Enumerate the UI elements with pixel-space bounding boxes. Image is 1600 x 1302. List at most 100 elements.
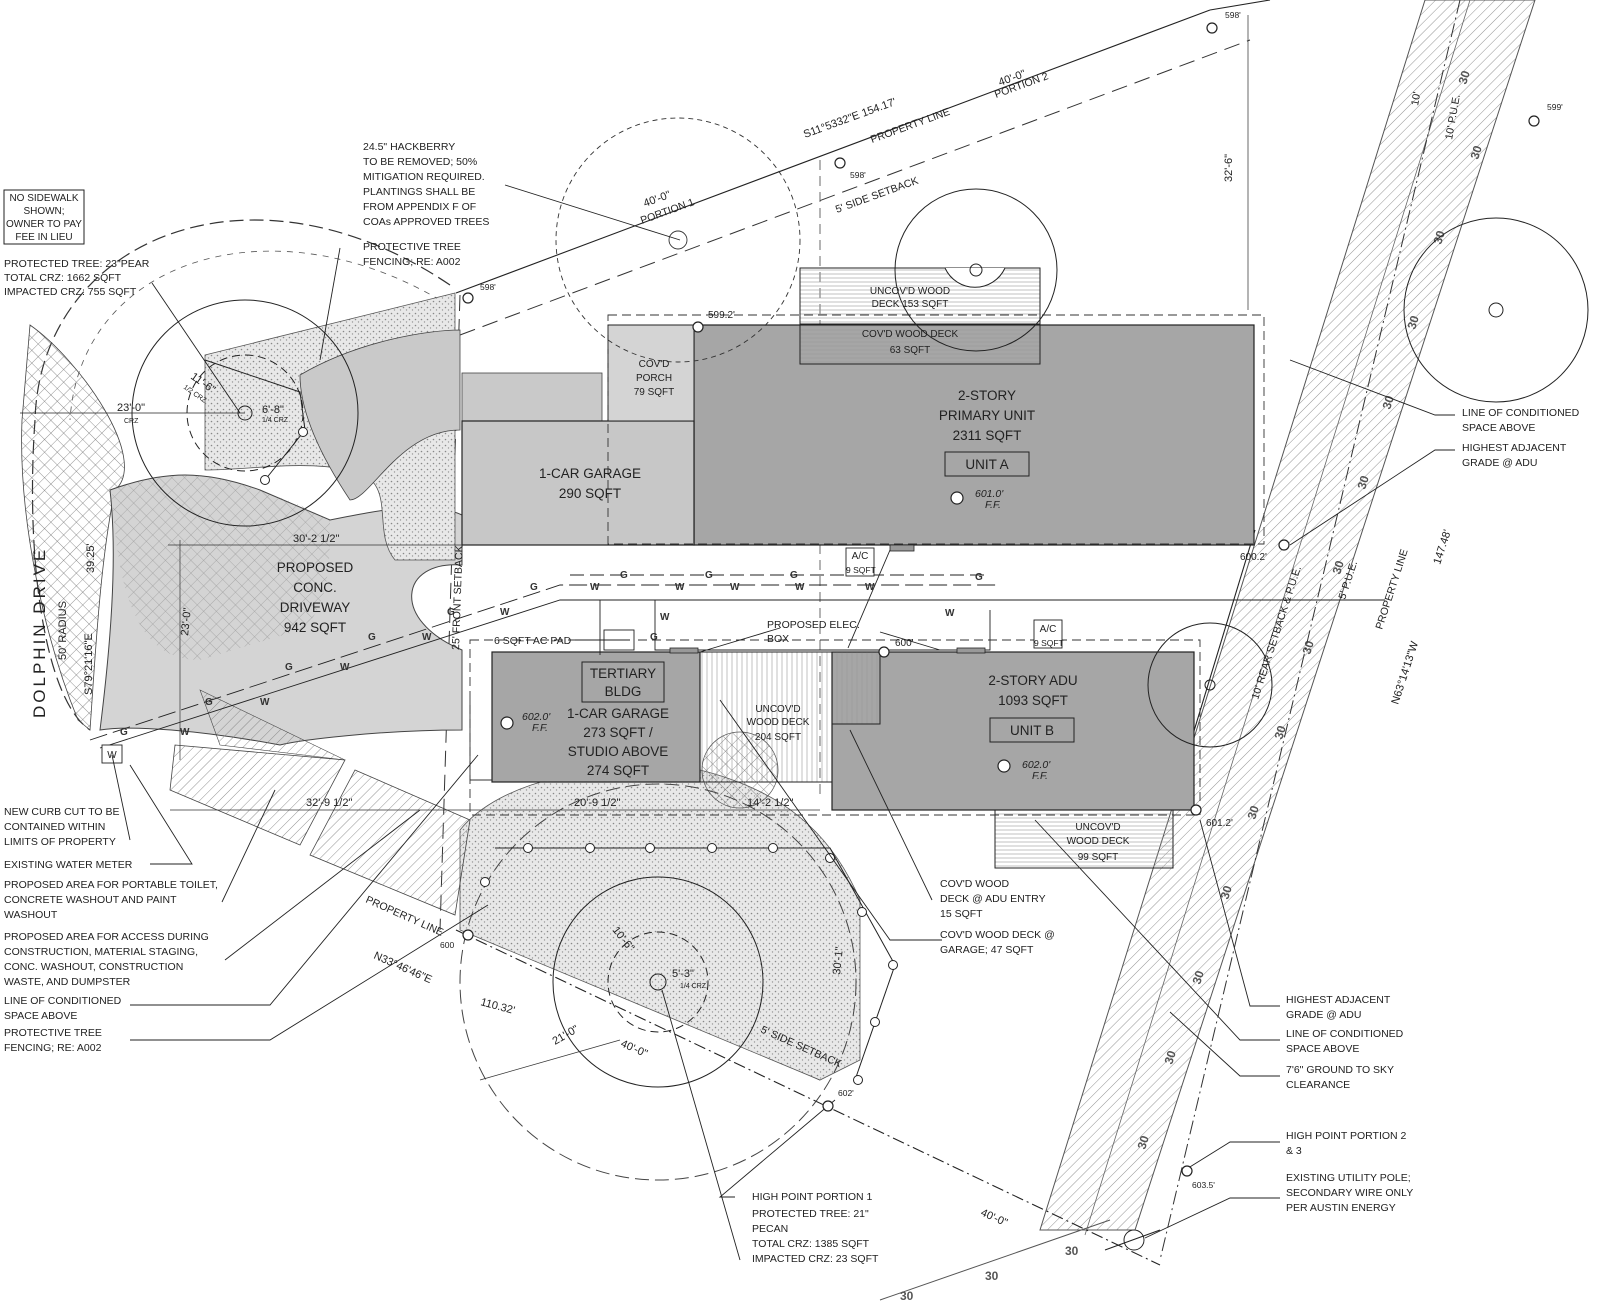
svg-text:2-STORY: 2-STORY bbox=[958, 388, 1016, 403]
tertiary-footprint bbox=[491, 651, 701, 783]
dim-5-3: 5'-3" bbox=[672, 968, 694, 980]
uncov-deck-adu bbox=[994, 809, 1174, 869]
porch-footprint bbox=[607, 324, 695, 422]
svg-text:G: G bbox=[368, 632, 376, 643]
svg-text:FROM APPENDIX F OF: FROM APPENDIX F OF bbox=[363, 201, 476, 213]
svg-text:6 SQFT AC PAD: 6 SQFT AC PAD bbox=[494, 635, 572, 647]
svg-text:PROTECTED TREE: 23"PEAR: PROTECTED TREE: 23"PEAR bbox=[4, 258, 150, 270]
street-arc: 39.25' bbox=[85, 543, 97, 573]
svg-text:30: 30 bbox=[1330, 559, 1348, 576]
elec-box-3 bbox=[956, 647, 986, 654]
tree-protection-bottom bbox=[459, 767, 861, 1081]
svg-text:GARAGE; 47 SQFT: GARAGE; 47 SQFT bbox=[940, 944, 1034, 956]
pue-top-dim: 10' bbox=[1409, 91, 1423, 107]
crz-label: CRZ bbox=[124, 418, 139, 425]
svg-text:79 SQFT: 79 SQFT bbox=[634, 387, 675, 398]
svg-text:UNCOV'D: UNCOV'D bbox=[755, 704, 800, 715]
note-utility-pole: EXISTING UTILITY POLE; SECONDARY WIRE ON… bbox=[1286, 1172, 1413, 1214]
svg-text:PLANTINGS SHALL BE: PLANTINGS SHALL BE bbox=[363, 186, 475, 198]
svg-text:LIMITS OF PROPERTY: LIMITS OF PROPERTY bbox=[4, 836, 116, 848]
hatch-small bbox=[199, 689, 346, 761]
svg-text:STUDIO ABOVE: STUDIO ABOVE bbox=[568, 744, 669, 759]
note-conditioned-right-top: LINE OF CONDITIONED SPACE ABOVE bbox=[1462, 407, 1580, 434]
svg-text:30: 30 bbox=[1300, 639, 1318, 656]
svg-text:G: G bbox=[530, 582, 538, 593]
primary-conditioned-line bbox=[607, 314, 1265, 545]
svg-text:SPACE ABOVE: SPACE ABOVE bbox=[4, 1010, 77, 1022]
garage-1-footprint bbox=[461, 420, 695, 546]
svg-text:W: W bbox=[260, 697, 270, 708]
existing-trees bbox=[894, 188, 1589, 748]
svg-text:W: W bbox=[795, 582, 805, 593]
svg-text:COV'D: COV'D bbox=[639, 359, 670, 370]
svg-text:30: 30 bbox=[1405, 314, 1423, 331]
note-toilet: PROPOSED AREA FOR PORTABLE TOILET, CONCR… bbox=[4, 879, 218, 921]
driveway-crosshatch bbox=[112, 475, 330, 660]
uncov-deck-adu-label: UNCOV'D WOOD DECK 99 SQFT bbox=[1067, 822, 1130, 863]
svg-text:DECK @ ADU ENTRY: DECK @ ADU ENTRY bbox=[940, 893, 1046, 905]
svg-text:TERTIARY: TERTIARY bbox=[590, 666, 656, 681]
svg-text:PECAN: PECAN bbox=[752, 1223, 788, 1235]
svg-text:30: 30 bbox=[1162, 1049, 1180, 1066]
primary-unit-label: 2-STORY PRIMARY UNIT 2311 SQFT UNIT A 60… bbox=[939, 388, 1035, 511]
svg-text:IMPACTED CRZ: 755 SQFT: IMPACTED CRZ: 755 SQFT bbox=[4, 286, 137, 298]
side-setback-north: 5' SIDE SETBACK bbox=[834, 175, 920, 216]
utility-pole-icon bbox=[1104, 1229, 1161, 1251]
porch-label: COV'D PORCH 79 SQFT bbox=[634, 359, 675, 398]
note-curb-cut: NEW CURB CUT TO BE CONTAINED WITHIN LIMI… bbox=[4, 806, 120, 848]
svg-text:DRIVEWAY: DRIVEWAY bbox=[280, 600, 351, 615]
svg-text:COAs APPROVED TREES: COAs APPROVED TREES bbox=[363, 216, 489, 228]
svg-text:W: W bbox=[675, 582, 685, 593]
svg-text:CONTAINED WITHIN: CONTAINED WITHIN bbox=[4, 821, 105, 833]
front-setback: 25' FRONT SETBACK bbox=[450, 545, 466, 650]
top-decks-label: UNCOV'D WOOD DECK 153 SQFT COV'D WOOD DE… bbox=[862, 286, 959, 356]
quarter-crz-label-bottom: 1/4 CRZ bbox=[680, 983, 707, 990]
svg-text:9 SQFT: 9 SQFT bbox=[846, 565, 876, 575]
south-bearing: N33°46'46"E bbox=[372, 950, 434, 986]
svg-text:HIGHEST ADJACENT: HIGHEST ADJACENT bbox=[1286, 994, 1391, 1006]
adu-label: 2-STORY ADU 1093 SQFT UNIT B 602.0' F.F. bbox=[988, 673, 1077, 782]
svg-text:2-STORY ADU: 2-STORY ADU bbox=[988, 673, 1077, 688]
svg-text:PROPOSED AREA FOR ACCESS DURIN: PROPOSED AREA FOR ACCESS DURING bbox=[4, 931, 209, 943]
svg-text:TOTAL CRZ: 1385 SQFT: TOTAL CRZ: 1385 SQFT bbox=[752, 1238, 870, 1250]
svg-text:NO SIDEWALK: NO SIDEWALK bbox=[9, 193, 78, 204]
note-access: PROPOSED AREA FOR ACCESS DURING CONSTRUC… bbox=[4, 931, 209, 988]
svg-text:CONC.: CONC. bbox=[293, 580, 337, 595]
note-adu-entry: COV'D WOOD DECK @ ADU ENTRY 15 SQFT bbox=[940, 878, 1046, 920]
garage-step bbox=[469, 700, 492, 781]
dim-32-6: 32'-6" bbox=[1223, 154, 1235, 182]
svg-text:W: W bbox=[340, 662, 350, 673]
svg-text:24.5" HACKBERRY: 24.5" HACKBERRY bbox=[363, 141, 455, 153]
street-curve-inner bbox=[69, 250, 441, 421]
svg-text:30: 30 bbox=[900, 1289, 914, 1302]
svg-text:CONC. WASHOUT, CONSTRUCTION: CONC. WASHOUT, CONSTRUCTION bbox=[4, 961, 183, 973]
svg-text:BOX: BOX bbox=[767, 633, 789, 645]
adu-entry-deck bbox=[831, 651, 881, 725]
elec-box-2 bbox=[669, 647, 699, 654]
svg-text:942 SQFT: 942 SQFT bbox=[284, 620, 346, 635]
driveway-label: PROPOSED CONC. DRIVEWAY 942 SQFT bbox=[277, 560, 354, 635]
svg-text:G: G bbox=[205, 697, 213, 708]
spot-elevation-labels: 598' 598' 598' 599.2' 599' 600.2' 600' 6… bbox=[440, 10, 1563, 1190]
svg-text:30: 30 bbox=[1245, 804, 1263, 821]
svg-text:99 SQFT: 99 SQFT bbox=[1078, 852, 1119, 863]
dimension-lines bbox=[168, 540, 820, 1081]
svg-text:WOOD DECK: WOOD DECK bbox=[747, 717, 810, 728]
svg-text:30: 30 bbox=[1218, 884, 1236, 901]
svg-text:2311 SQFT: 2311 SQFT bbox=[953, 428, 1022, 443]
note-conditioned-left: LINE OF CONDITIONED SPACE ABOVE bbox=[4, 995, 122, 1022]
svg-text:600: 600 bbox=[440, 940, 454, 950]
svg-text:602': 602' bbox=[838, 1088, 854, 1098]
svg-text:598': 598' bbox=[850, 170, 866, 180]
svg-text:PROTECTED TREE: 21": PROTECTED TREE: 21" bbox=[752, 1208, 869, 1220]
dim-6-8: 6'-8" bbox=[262, 404, 284, 416]
svg-text:15 SQFT: 15 SQFT bbox=[940, 908, 983, 920]
note-grade-right-bottom: HIGHEST ADJACENT GRADE @ ADU bbox=[1286, 994, 1391, 1021]
svg-text:273 SQFT /: 273 SQFT / bbox=[583, 725, 653, 740]
svg-text:LINE OF CONDITIONED: LINE OF CONDITIONED bbox=[4, 995, 122, 1007]
svg-text:FEE IN LIEU: FEE IN LIEU bbox=[15, 232, 72, 243]
street-radius: 50' RADIUS bbox=[57, 601, 69, 660]
svg-text:G: G bbox=[620, 570, 628, 581]
svg-text:SHOWN;: SHOWN; bbox=[23, 206, 64, 217]
tertiary-label: TERTIARY BLDG 1-CAR GARAGE 273 SQFT / ST… bbox=[522, 661, 669, 778]
